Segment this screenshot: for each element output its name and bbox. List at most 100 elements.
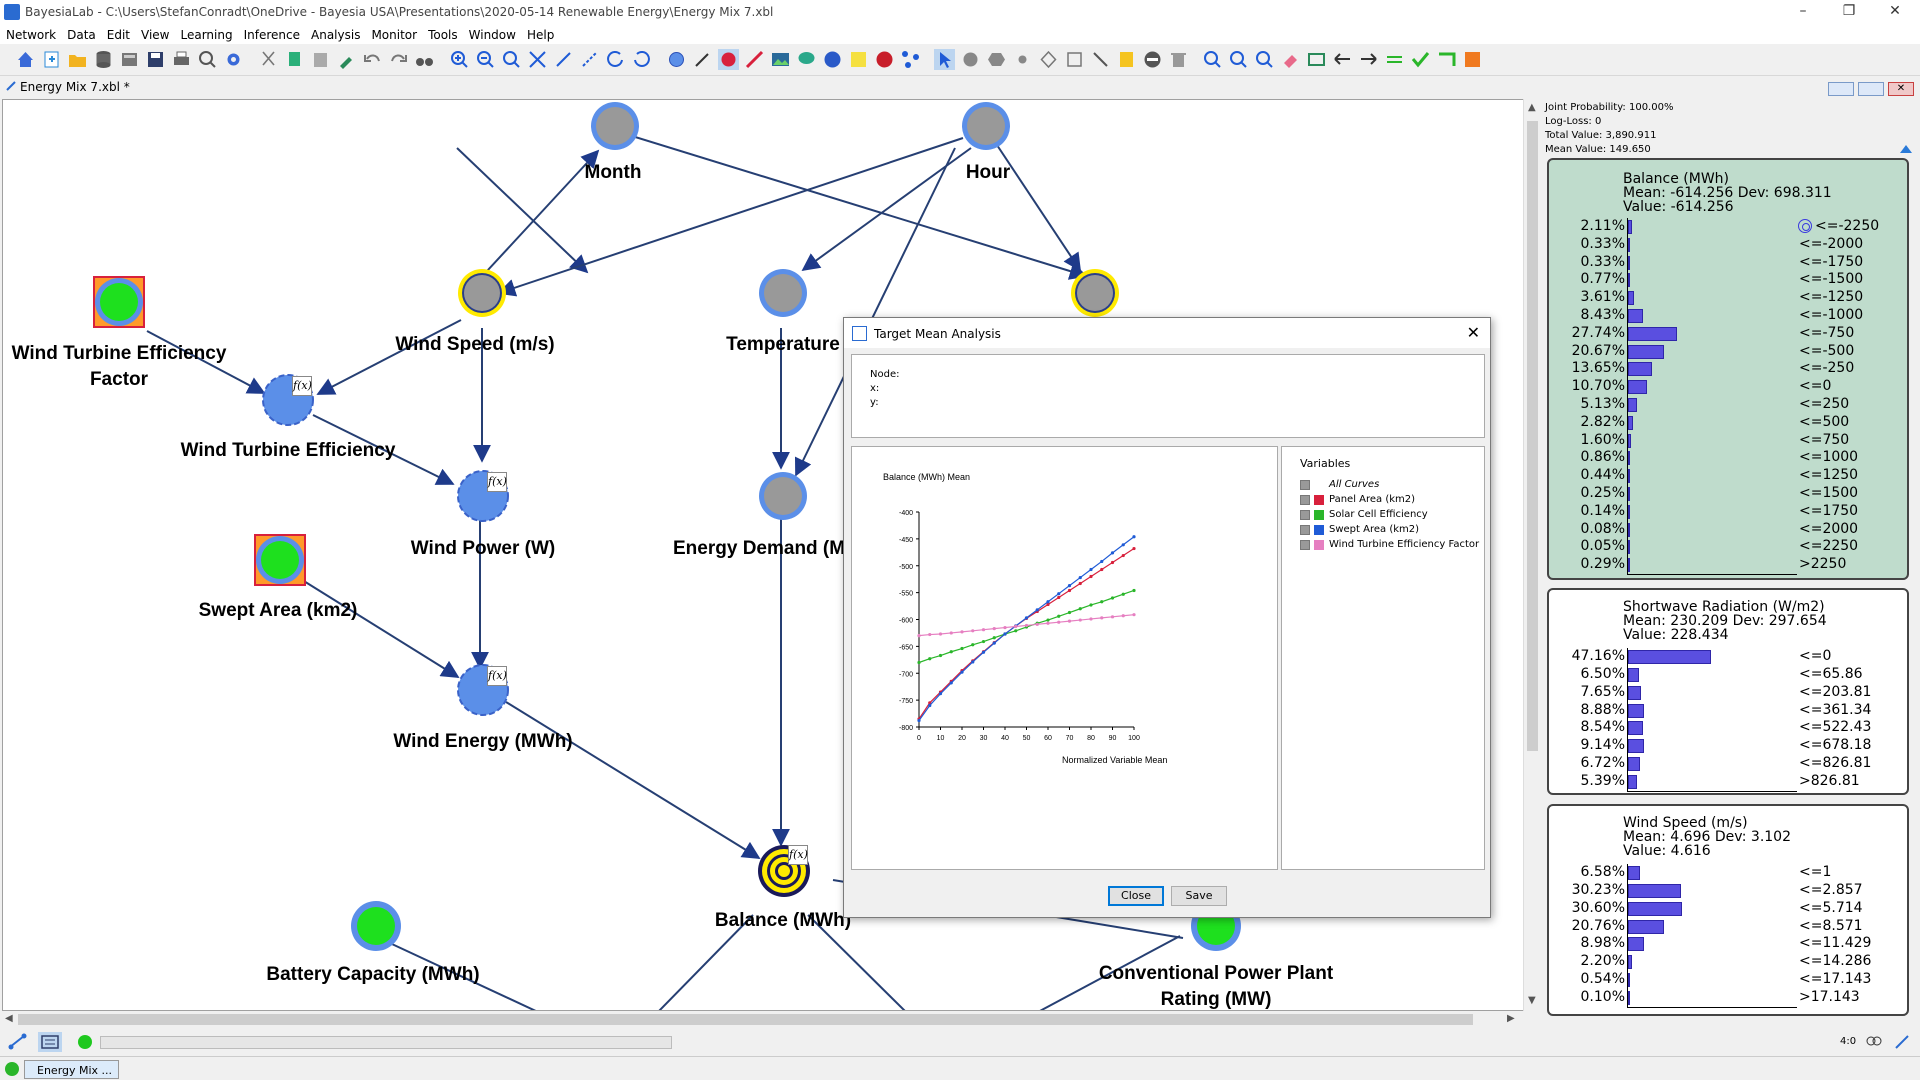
node-wind-turbine-efficiency-factor[interactable] xyxy=(93,276,145,328)
monitor-restore-button[interactable] xyxy=(1858,82,1884,96)
monitor-state-row[interactable]: 5.39%>826.81 xyxy=(1549,773,1907,790)
validation-mode-icon[interactable] xyxy=(38,1032,62,1052)
monitor-state-row[interactable]: 27.74%<=-750 xyxy=(1549,325,1907,342)
node-tool-icon[interactable] xyxy=(666,49,687,70)
eraser-icon[interactable] xyxy=(1280,49,1301,70)
monitor-state-row[interactable]: 1.60%<=750 xyxy=(1549,432,1907,449)
monitor-state-row[interactable]: 9.14%<=678.18 xyxy=(1549,737,1907,754)
monitor-state-row[interactable]: 0.86%<=1000 xyxy=(1549,449,1907,466)
monitor-state-row[interactable]: 0.08%<=2000 xyxy=(1549,521,1907,538)
scroll-left-icon[interactable]: ◀ xyxy=(5,1013,13,1024)
node-temperature[interactable] xyxy=(759,269,807,317)
arc-tool-icon[interactable] xyxy=(692,49,713,70)
monitor-close-button[interactable]: ✕ xyxy=(1888,82,1914,96)
trash-icon[interactable] xyxy=(1168,49,1189,70)
variable-checkbox[interactable] xyxy=(1300,480,1310,490)
yellow-note-icon[interactable] xyxy=(1116,49,1137,70)
database-icon[interactable] xyxy=(93,49,114,70)
menu-tools[interactable]: Tools xyxy=(428,28,458,42)
monitor-state-row[interactable]: 0.05%<=2250 xyxy=(1549,538,1907,555)
search-network-icon[interactable] xyxy=(197,49,218,70)
monitor-zoom-icon[interactable] xyxy=(1202,49,1223,70)
monitor-zoom-out-icon[interactable] xyxy=(1228,49,1249,70)
diamond-shape-icon[interactable] xyxy=(1038,49,1059,70)
redo-icon[interactable] xyxy=(388,49,409,70)
monitor-state-row[interactable]: 13.65%<=-250 xyxy=(1549,360,1907,377)
monitor-state-row[interactable]: 47.16%<=0 xyxy=(1549,648,1907,665)
variable-checkbox[interactable] xyxy=(1300,540,1310,550)
corner-arrow-icon[interactable] xyxy=(1436,49,1457,70)
menu-window[interactable]: Window xyxy=(468,28,516,42)
arrow-left-icon[interactable] xyxy=(1332,49,1353,70)
node-wind-speed[interactable] xyxy=(458,269,506,317)
variable-checkbox[interactable] xyxy=(1300,510,1310,520)
remove-icon[interactable] xyxy=(1142,49,1163,70)
monitor-state-row[interactable]: 20.76%<=8.571 xyxy=(1549,918,1907,935)
swap-arrows-icon[interactable] xyxy=(1384,49,1405,70)
monitor-card-shortwave-radiation[interactable]: Shortwave Radiation (W/m2) Mean: 230.209… xyxy=(1547,588,1909,795)
monitor-state-row[interactable]: 30.60%<=5.714 xyxy=(1549,900,1907,917)
monitor-state-row[interactable]: 2.20%<=14.286 xyxy=(1549,953,1907,970)
paste-icon[interactable] xyxy=(310,49,331,70)
monitor-card-balance[interactable]: Balance (MWh) Mean: -614.256 Dev: 698.31… xyxy=(1547,158,1909,580)
task-energy-mix[interactable]: Energy Mix ... xyxy=(24,1060,119,1079)
menu-help[interactable]: Help xyxy=(526,28,555,42)
monitor-state-row[interactable]: 0.33%<=-1750 xyxy=(1549,254,1907,271)
monitor-state-row[interactable]: 6.58%<=1 xyxy=(1549,864,1907,881)
print-icon[interactable] xyxy=(171,49,192,70)
collapse-up-icon[interactable] xyxy=(1900,145,1912,153)
monitor-state-row[interactable]: 7.65%<=203.81 xyxy=(1549,684,1907,701)
assistant-owl-icon[interactable] xyxy=(1865,1033,1883,1051)
evidence-icon[interactable] xyxy=(1306,49,1327,70)
menu-inference[interactable]: Inference xyxy=(243,28,300,42)
stretch-icon[interactable] xyxy=(553,49,574,70)
scroll-down-icon[interactable]: ▼ xyxy=(1528,995,1536,1006)
comment-icon[interactable] xyxy=(796,49,817,70)
monitor-state-row[interactable]: 20.67%<=-500 xyxy=(1549,343,1907,360)
monitor-state-row[interactable]: 0.54%<=17.143 xyxy=(1549,971,1907,988)
red-arc-icon[interactable] xyxy=(744,49,765,70)
arrow-right-icon[interactable] xyxy=(1358,49,1379,70)
cut-icon[interactable] xyxy=(258,49,279,70)
globe-icon[interactable] xyxy=(822,49,843,70)
node-hour[interactable] xyxy=(962,102,1010,150)
vertical-scrollbar[interactable]: ▲ ▼ xyxy=(1523,99,1540,1011)
monitor-state-row[interactable]: 10.70%<=0 xyxy=(1549,378,1907,395)
monitor-state-row[interactable]: 30.23%<=2.857 xyxy=(1549,882,1907,899)
menu-edit[interactable]: Edit xyxy=(106,28,131,42)
save-button[interactable]: Save xyxy=(1171,886,1227,906)
zoom-in-icon[interactable] xyxy=(449,49,470,70)
variable-checkbox[interactable] xyxy=(1300,525,1310,535)
zoom-out-icon[interactable] xyxy=(475,49,496,70)
open-folder-icon[interactable] xyxy=(67,49,88,70)
undo-icon[interactable] xyxy=(362,49,383,70)
modeling-mode-icon[interactable] xyxy=(8,1033,28,1051)
select-pointer-icon[interactable] xyxy=(934,49,955,70)
new-network-icon[interactable] xyxy=(41,49,62,70)
monitor-state-row[interactable]: 3.61%<=-1250 xyxy=(1549,289,1907,306)
menu-data[interactable]: Data xyxy=(67,28,96,42)
note-icon[interactable] xyxy=(848,49,869,70)
scroll-right-icon[interactable]: ▶ xyxy=(1507,1013,1515,1024)
connect-icon[interactable] xyxy=(1893,1033,1913,1051)
horizontal-scrollbar[interactable]: ◀ ▶ xyxy=(2,1011,1523,1028)
monitor-state-row[interactable]: 6.72%<=826.81 xyxy=(1549,755,1907,772)
home-icon[interactable] xyxy=(15,49,36,70)
checkmark-icon[interactable] xyxy=(1410,49,1431,70)
small-circle-icon[interactable] xyxy=(1012,49,1033,70)
monitor-fit-icon[interactable] xyxy=(1254,49,1275,70)
close-window-button[interactable]: ✕ xyxy=(1889,3,1901,19)
copy-icon[interactable] xyxy=(284,49,305,70)
menu-monitor[interactable]: Monitor xyxy=(371,28,418,42)
rotate-left-icon[interactable] xyxy=(605,49,626,70)
data-table-icon[interactable] xyxy=(119,49,140,70)
horizontal-scroll-thumb[interactable] xyxy=(18,1014,1473,1025)
node-swept-area[interactable] xyxy=(254,534,306,586)
monitor-state-row[interactable]: 0.77%<=-1500 xyxy=(1549,271,1907,288)
monitor-state-row[interactable]: 8.98%<=11.429 xyxy=(1549,935,1907,952)
menu-analysis[interactable]: Analysis xyxy=(311,28,361,42)
monitor-state-row[interactable]: 8.54%<=522.43 xyxy=(1549,719,1907,736)
monitor-state-row[interactable]: 0.33%<=-2000 xyxy=(1549,236,1907,253)
circle-shape-icon[interactable] xyxy=(960,49,981,70)
